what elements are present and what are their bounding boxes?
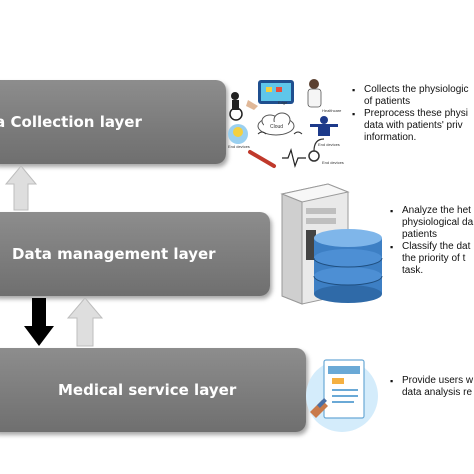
data-management-layer-label: Data management layer — [12, 245, 216, 263]
server-database-icon — [280, 183, 383, 305]
iot-collage-icon: Edge Healthcare Cloud End devices End de… — [228, 79, 344, 169]
data-collection-layer-label: ta Collection layer — [0, 113, 142, 131]
end-devices-label-3: End devices — [322, 160, 344, 165]
healthcare-label: Healthcare — [322, 108, 342, 113]
cloud-label: Cloud — [270, 124, 283, 130]
database-icon — [313, 229, 383, 303]
medical-service-layer: Medical service layer — [0, 348, 306, 432]
data-collection-layer: ta Collection layer — [0, 80, 226, 164]
data-management-layer: Data management layer — [0, 212, 270, 296]
up-arrow-gray-icon — [4, 165, 38, 211]
end-devices-label-2: End devices — [318, 142, 340, 147]
medical-service-layer-label: Medical service layer — [58, 381, 237, 399]
down-arrow-black-icon — [24, 298, 54, 346]
medical-report-icon — [306, 359, 378, 432]
up-arrow-gray-icon-2 — [66, 297, 104, 347]
edge-label: Edge — [278, 100, 288, 105]
end-devices-label-1: End devices — [228, 144, 250, 149]
